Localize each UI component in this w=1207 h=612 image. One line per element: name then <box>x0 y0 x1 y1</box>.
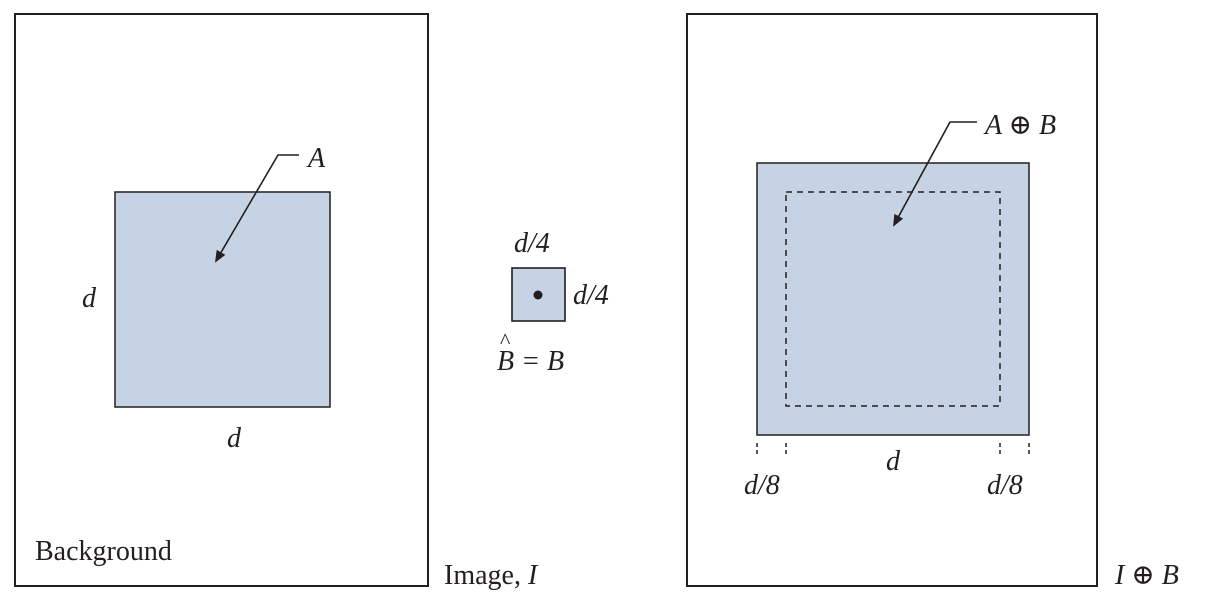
right-panel: A ⊕ B d/8 d d/8 I ⊕ B <box>686 13 1179 591</box>
se-equation: B = B <box>497 346 564 377</box>
image-caption-prefix: Image, <box>444 560 521 591</box>
dilated-region <box>756 162 1030 436</box>
structuring-element: d/4 d/4 B = B ^ <box>497 228 609 377</box>
se-equation-lhs: B <box>497 346 514 377</box>
se-origin-dot <box>533 290 543 300</box>
image-caption: Image, I <box>444 560 539 591</box>
original-region-outline <box>785 191 1001 407</box>
se-equation-rest: = B <box>521 346 564 377</box>
background-label: Background <box>35 536 172 567</box>
region-a-pointer-arrow <box>214 154 299 263</box>
dilation-caption: I ⊕ B <box>1114 560 1179 591</box>
side-length-left-label: d <box>82 283 97 314</box>
left-panel: A d d Background Image, I <box>14 13 539 591</box>
se-size-top-label: d/4 <box>514 228 550 259</box>
se-size-right-label: d/4 <box>573 280 609 311</box>
side-length-bottom-label: d <box>227 423 242 454</box>
offset-right-label: d/8 <box>987 470 1023 501</box>
image-caption-var: I <box>527 560 539 591</box>
region-a-label: A <box>306 143 326 174</box>
offset-left-label: d/8 <box>744 470 780 501</box>
dilated-region-label: A ⊕ B <box>983 110 1056 141</box>
dilated-region-pointer-arrow <box>893 121 977 227</box>
center-dimension-label: d <box>886 446 901 477</box>
region-a <box>114 191 331 408</box>
se-equation-hat: ^ <box>500 328 511 353</box>
